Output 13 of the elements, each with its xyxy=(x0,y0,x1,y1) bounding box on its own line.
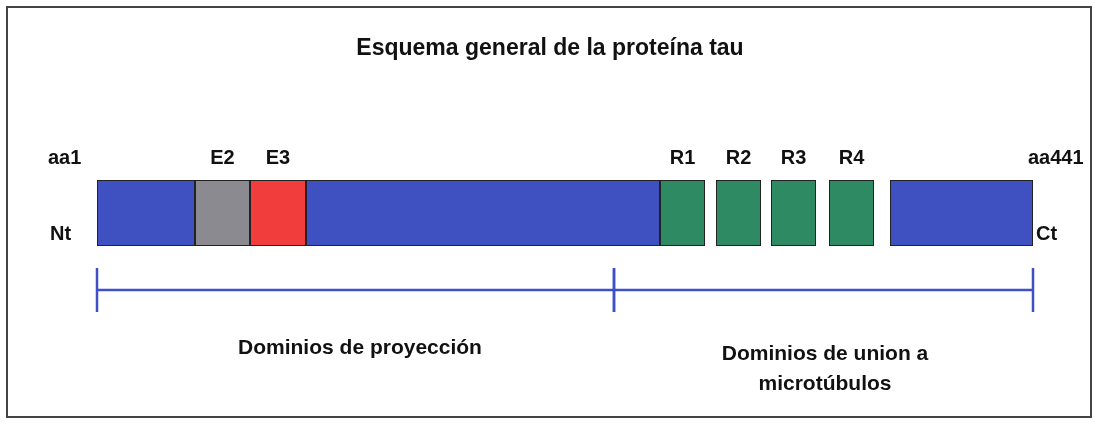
terminus-label: Nt xyxy=(50,222,72,245)
region-label: Dominios de proyección xyxy=(237,335,483,359)
segment-label: E2 xyxy=(209,146,236,169)
segment-label: R2 xyxy=(724,146,753,169)
segment-label: R4 xyxy=(837,146,866,169)
residue-label: aa441 xyxy=(1028,146,1084,169)
segment-label: E3 xyxy=(264,146,292,169)
segment-label: R3 xyxy=(779,146,808,169)
title: Esquema general de la proteína tau xyxy=(355,34,745,61)
segment-label: R1 xyxy=(668,146,697,169)
residue-label: aa1 xyxy=(48,146,82,169)
region-label: Dominios de union a microtúbulos xyxy=(720,340,930,396)
terminus-label: Ct xyxy=(1036,222,1058,245)
